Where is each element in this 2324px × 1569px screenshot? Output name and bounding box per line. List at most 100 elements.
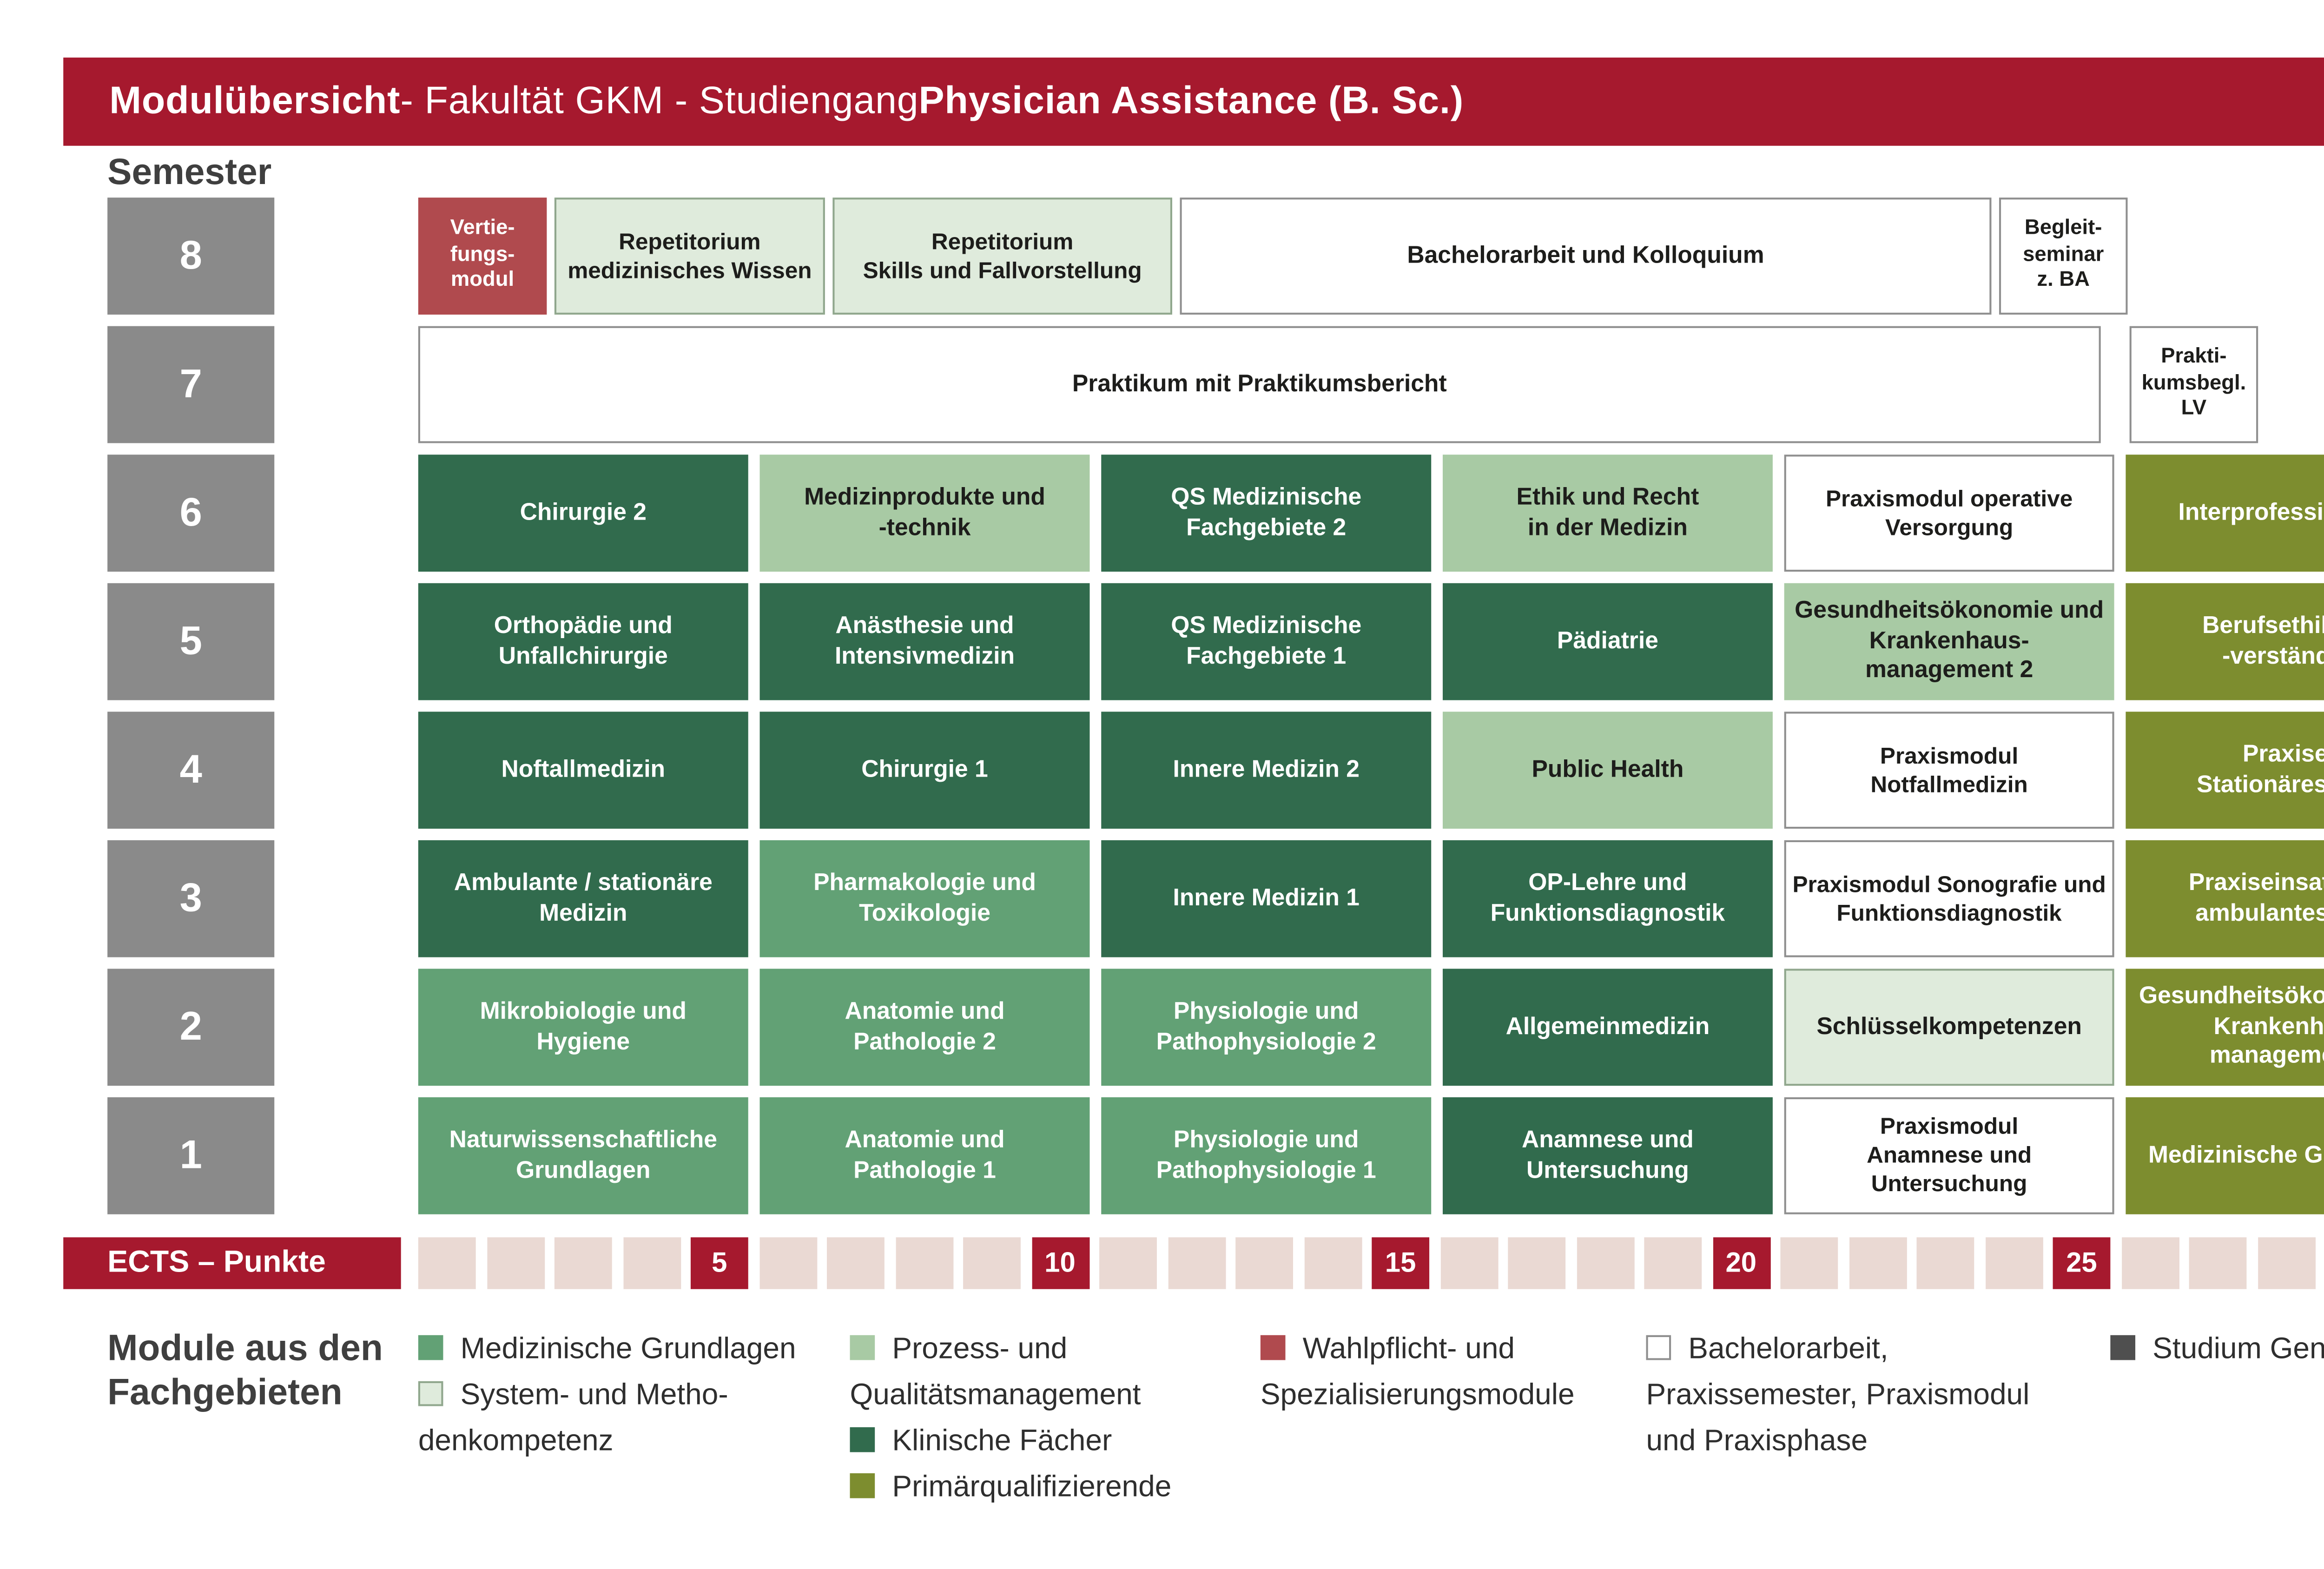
ects-square [1303,1237,1361,1289]
ects-milestone-square: 20 [1712,1237,1770,1289]
legend-column: Studium Generale, Softskills [2110,1327,2324,1511]
legend-label: Wahlpflicht- und Spezialisierungsmodule [1260,1333,1575,1412]
ects-square [418,1237,476,1289]
ects-square [759,1237,817,1289]
ects-scale: 5101520253035 [418,1237,2324,1289]
module-cell: Chirurgie 1 [759,712,1090,829]
module-cell: Praktikum mit Praktikumsbericht [418,326,2101,443]
module-cell: Schlüsselkompetenzen [1784,969,2114,1086]
ects-square [1099,1237,1157,1289]
legend-item: Bachelorarbeit, Praxissemester, Praxismo… [1646,1327,2110,1465]
ects-square [895,1237,953,1289]
legend-swatch-generale [2110,1335,2136,1360]
module-cell: Repetitorium Skills und Fallvorstellung [832,198,1172,315]
ects-square [1985,1237,2042,1289]
module-cell: Praxismodul Notfallmedizin [1784,712,2114,829]
module-cell: Pharmakologie und Toxikologie [759,840,1090,957]
ects-square [963,1237,1021,1289]
ects-milestone-square: 15 [1372,1237,1430,1289]
ects-square [1508,1237,1566,1289]
module-cell: Innere Medizin 1 [1101,840,1432,957]
legend-swatch-wahl [1260,1335,1286,1360]
ects-milestone-square: 5 [690,1237,748,1289]
module-cell: Bachelorarbeit und Kolloquium [1180,198,1992,315]
legend-item: Wahlpflicht- und Spezialisierungsmodule [1260,1327,1646,1419]
module-cell: Interprofessionalität [2126,455,2324,572]
module-cell: Praxiseinsatz: Stationäres Praktikum [2126,712,2324,829]
ects-square [1916,1237,1974,1289]
ects-square [554,1237,612,1289]
module-cell: Ethik und Recht in der Medizin [1442,455,1773,572]
legend-label: Bachelorarbeit, Praxissemester, Praxismo… [1646,1333,2030,1458]
legend-item: Prozess- und Qualitätsmanagement [850,1327,1261,1419]
legend-swatch-prozess [850,1335,875,1360]
ects-square [2189,1237,2247,1289]
ects-square [1167,1237,1225,1289]
ects-square [1576,1237,1634,1289]
module-cell: Praxismodul Sonografie und Funktionsdiag… [1784,840,2114,957]
legend-item: Klinische Fächer [850,1419,1261,1465]
module-cell: Public Health [1442,712,1773,829]
title-bar: Modulübersicht - Fakultät GKM - Studieng… [63,57,2324,146]
legend-item: Primärqualifizierende [850,1465,1261,1511]
legend-label: Medizinische Grundlagen [460,1333,796,1366]
legend-item: Studium Generale, Softskills [2110,1327,2324,1373]
semester-number-box: 5 [107,583,275,700]
legend-label: System- und Metho- denkompetenz [418,1379,728,1458]
legend-column: Bachelorarbeit, Praxissemester, Praxismo… [1646,1327,2110,1511]
module-cell: Begleit- seminar z. BA [1999,198,2128,315]
semester-number-box: 3 [107,840,275,957]
legend-label: Prozess- und Qualitätsmanagement [850,1333,1141,1412]
module-cell: Gesundheitsökonomie und Krankenhaus- man… [2126,969,2324,1086]
ects-square [486,1237,544,1289]
ects-square [826,1237,885,1289]
semester-heading: Semester [107,153,272,194]
ects-square [1848,1237,1906,1289]
module-cell: Anatomie und Pathologie 2 [759,969,1090,1086]
legend-label: Klinische Fächer [892,1425,1112,1458]
ects-square [622,1237,680,1289]
module-cell: Ambulante / stationäre Medizin [418,840,748,957]
semester-number-box: 4 [107,712,275,829]
module-cell: QS Medizinische Fachgebiete 2 [1101,455,1432,572]
ects-square [2257,1237,2315,1289]
module-cell: OP-Lehre und Funktionsdiagnostik [1442,840,1773,957]
module-cell: Noftallmedizin [418,712,748,829]
ects-square [1780,1237,1838,1289]
legend-heading: Module aus den Fachgebieten [107,1327,383,1416]
ects-milestone-square: 25 [2053,1237,2111,1289]
legend-swatch-klinisch [850,1427,875,1452]
module-cell: Naturwissenschaftliche Grundlagen [418,1097,748,1214]
module-cell: Anästhesie und Intensivmedizin [759,583,1090,700]
legend-swatch-medgrund [418,1335,443,1360]
module-cell: Innere Medizin 2 [1101,712,1432,829]
ects-square [1235,1237,1294,1289]
ects-square [1644,1237,1702,1289]
ects-label: ECTS – Punkte [63,1237,401,1289]
legend-heading-line2: Fachgebieten [107,1374,343,1414]
module-cell: Pädiatrie [1442,583,1773,700]
module-cell: Physiologie und Pathophysiologie 2 [1101,969,1432,1086]
module-cell: Orthopädie und Unfallchirurgie [418,583,748,700]
module-cell: Berufsethik und -verständnis [2126,583,2324,700]
module-cell: Praxiseinsatz: Externes ambulantes Prakt… [2126,840,2324,957]
module-cell: Medizinische Grundlagen [2126,1097,2324,1214]
page-title-program: Physician Assistance (B. Sc.) [918,79,1464,122]
module-cell: Praxismodul Anamnese und Untersuchung [1784,1097,2114,1214]
module-cell: Allgemeinmedizin [1442,969,1773,1086]
semester-number-box: 2 [107,969,275,1086]
legend-swatch-primaer [850,1473,875,1498]
